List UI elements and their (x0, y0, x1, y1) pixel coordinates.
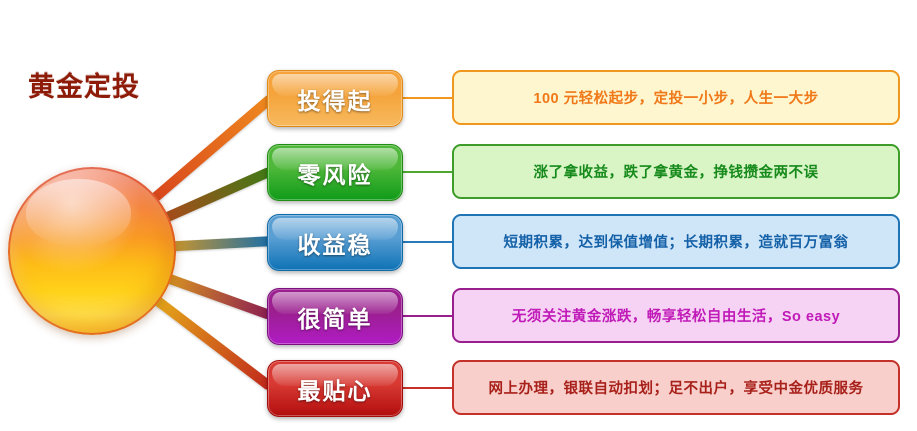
description-text-zero-risk: 涨了拿收益，跌了拿黄金，挣钱攒金两不误 (533, 165, 819, 181)
description-box-stable-return: 短期积累，达到保值增值；长期积累，造就百万富翁 (452, 214, 900, 269)
description-box-zero-risk: 涨了拿收益，跌了拿黄金，挣钱攒金两不误 (452, 144, 900, 199)
pill-very-simple[interactable]: 很简单 (267, 288, 403, 345)
description-text-affordable: 100 元轻松起步，定投一小步，人生一大步 (533, 91, 819, 107)
description-text-most-caring: 网上办理，银联自动扣划；足不出户，享受中金优质服务 (488, 381, 864, 397)
pill-label-stable-return: 收益稳 (297, 231, 373, 258)
link-very-simple (401, 314, 452, 317)
pill-label-very-simple: 很简单 (297, 305, 373, 332)
link-most-caring (401, 386, 452, 389)
link-stable-return (401, 240, 452, 243)
spoke-stable-return (159, 236, 272, 253)
pill-label-zero-risk: 零风险 (297, 161, 373, 188)
description-box-very-simple: 无须关注黄金涨跌，畅享轻松自由生活，So easy (452, 288, 900, 343)
description-text-very-simple: 无须关注黄金涨跌，畅享轻松自由生活，So easy (511, 309, 841, 325)
pill-affordable[interactable]: 投得起 (267, 70, 403, 127)
pill-label-affordable: 投得起 (297, 87, 373, 114)
link-affordable (401, 96, 452, 99)
hub-label: 黄金定投 (28, 71, 140, 102)
description-text-stable-return: 短期积累，达到保值增值；长期积累，造就百万富翁 (503, 235, 849, 251)
hub-circle (8, 167, 176, 335)
description-box-affordable: 100 元轻松起步，定投一小步，人生一大步 (452, 70, 900, 125)
description-box-most-caring: 网上办理，银联自动扣划；足不出户，享受中金优质服务 (452, 360, 900, 415)
pill-stable-return[interactable]: 收益稳 (267, 214, 403, 271)
pill-zero-risk[interactable]: 零风险 (267, 144, 403, 201)
pill-label-most-caring: 最贴心 (297, 377, 373, 404)
pill-most-caring[interactable]: 最贴心 (267, 360, 403, 417)
link-zero-risk (401, 170, 452, 173)
